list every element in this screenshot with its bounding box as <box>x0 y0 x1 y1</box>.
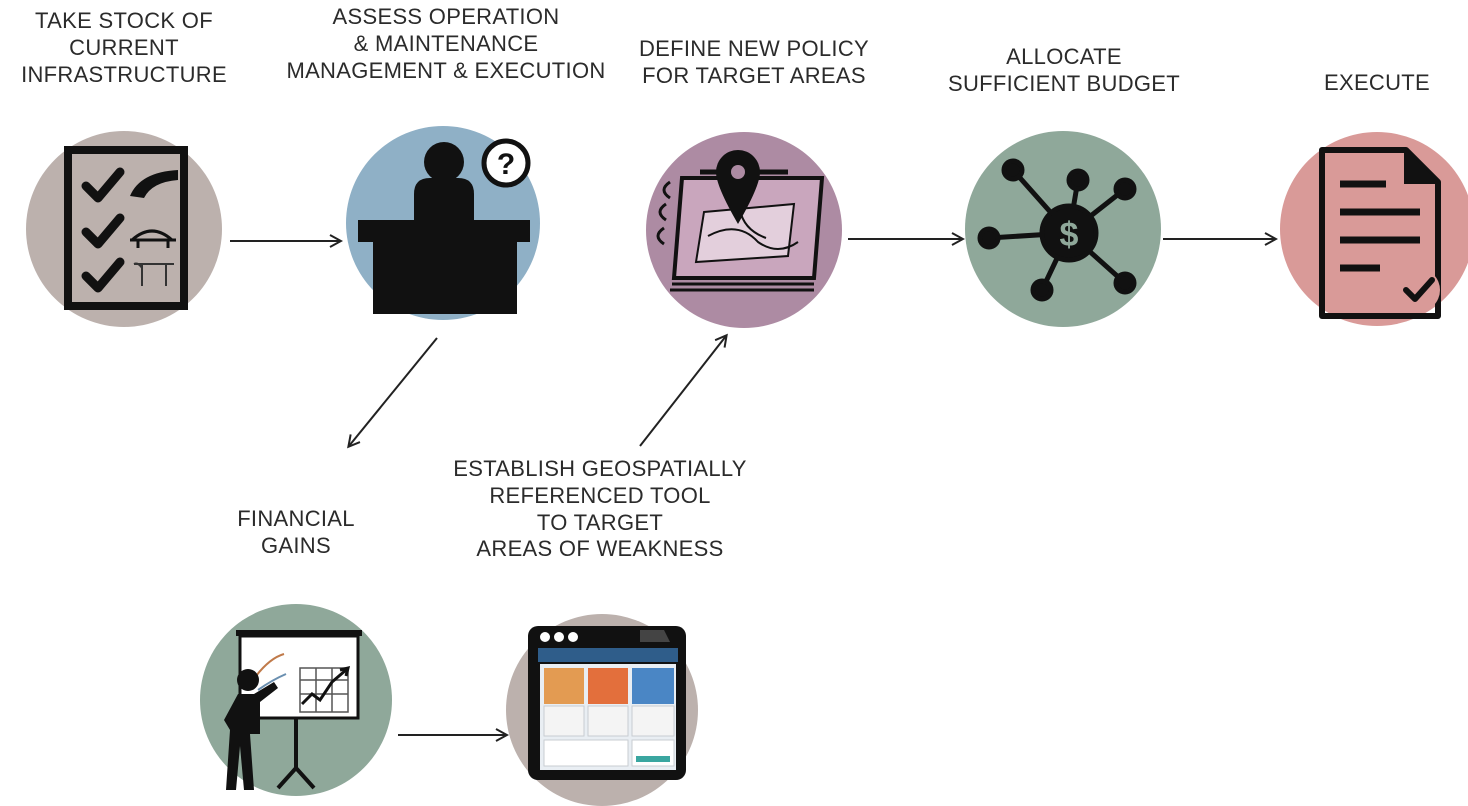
arrow-establish-to-define-policy <box>639 336 726 447</box>
step-establish <box>506 614 698 806</box>
label-execute: EXECUTE <box>1323 70 1431 95</box>
label-define-policy: DEFINE NEW POLICY FOR TARGET AREAS <box>638 36 870 88</box>
label-assess: ASSESS OPERATION & MAINTENANCE MANAGEMEN… <box>286 4 606 83</box>
label-take-stock: TAKE STOCK OF CURRENT INFRASTRUCTURE <box>21 8 227 87</box>
document-check-icon <box>1319 147 1441 319</box>
bridge-icon <box>130 229 176 248</box>
label-financial: FINANCIAL GAINS <box>237 506 355 558</box>
arrow-assess-to-financial <box>349 337 438 446</box>
label-allocate: ALLOCATE SUFFICIENT BUDGET <box>947 44 1181 96</box>
question-mark: ? <box>497 148 515 181</box>
label-establish: ESTABLISH GEOSPATIALLY REFERENCED TOOL T… <box>453 456 747 562</box>
step-execute <box>1280 132 1468 326</box>
web-dashboard-icon <box>528 626 686 780</box>
step-define-policy <box>646 132 842 328</box>
map-notebook-pin-icon <box>656 150 825 292</box>
budget-network-dollar-icon: $ <box>977 158 1137 302</box>
step-allocate: $ <box>965 131 1161 327</box>
checklist-icon <box>64 146 188 310</box>
dollar-sign: $ <box>1060 216 1079 254</box>
circle-take-stock <box>26 131 222 327</box>
map-pin-icon <box>716 150 760 224</box>
presentation-chart-icon <box>224 630 362 790</box>
road-icon <box>130 170 178 198</box>
step-financial <box>200 604 392 796</box>
step-take-stock <box>26 131 222 327</box>
pylon-icon <box>133 262 174 286</box>
step-assess: ? <box>346 126 540 320</box>
person-at-desk-question-icon: ? <box>358 138 531 314</box>
